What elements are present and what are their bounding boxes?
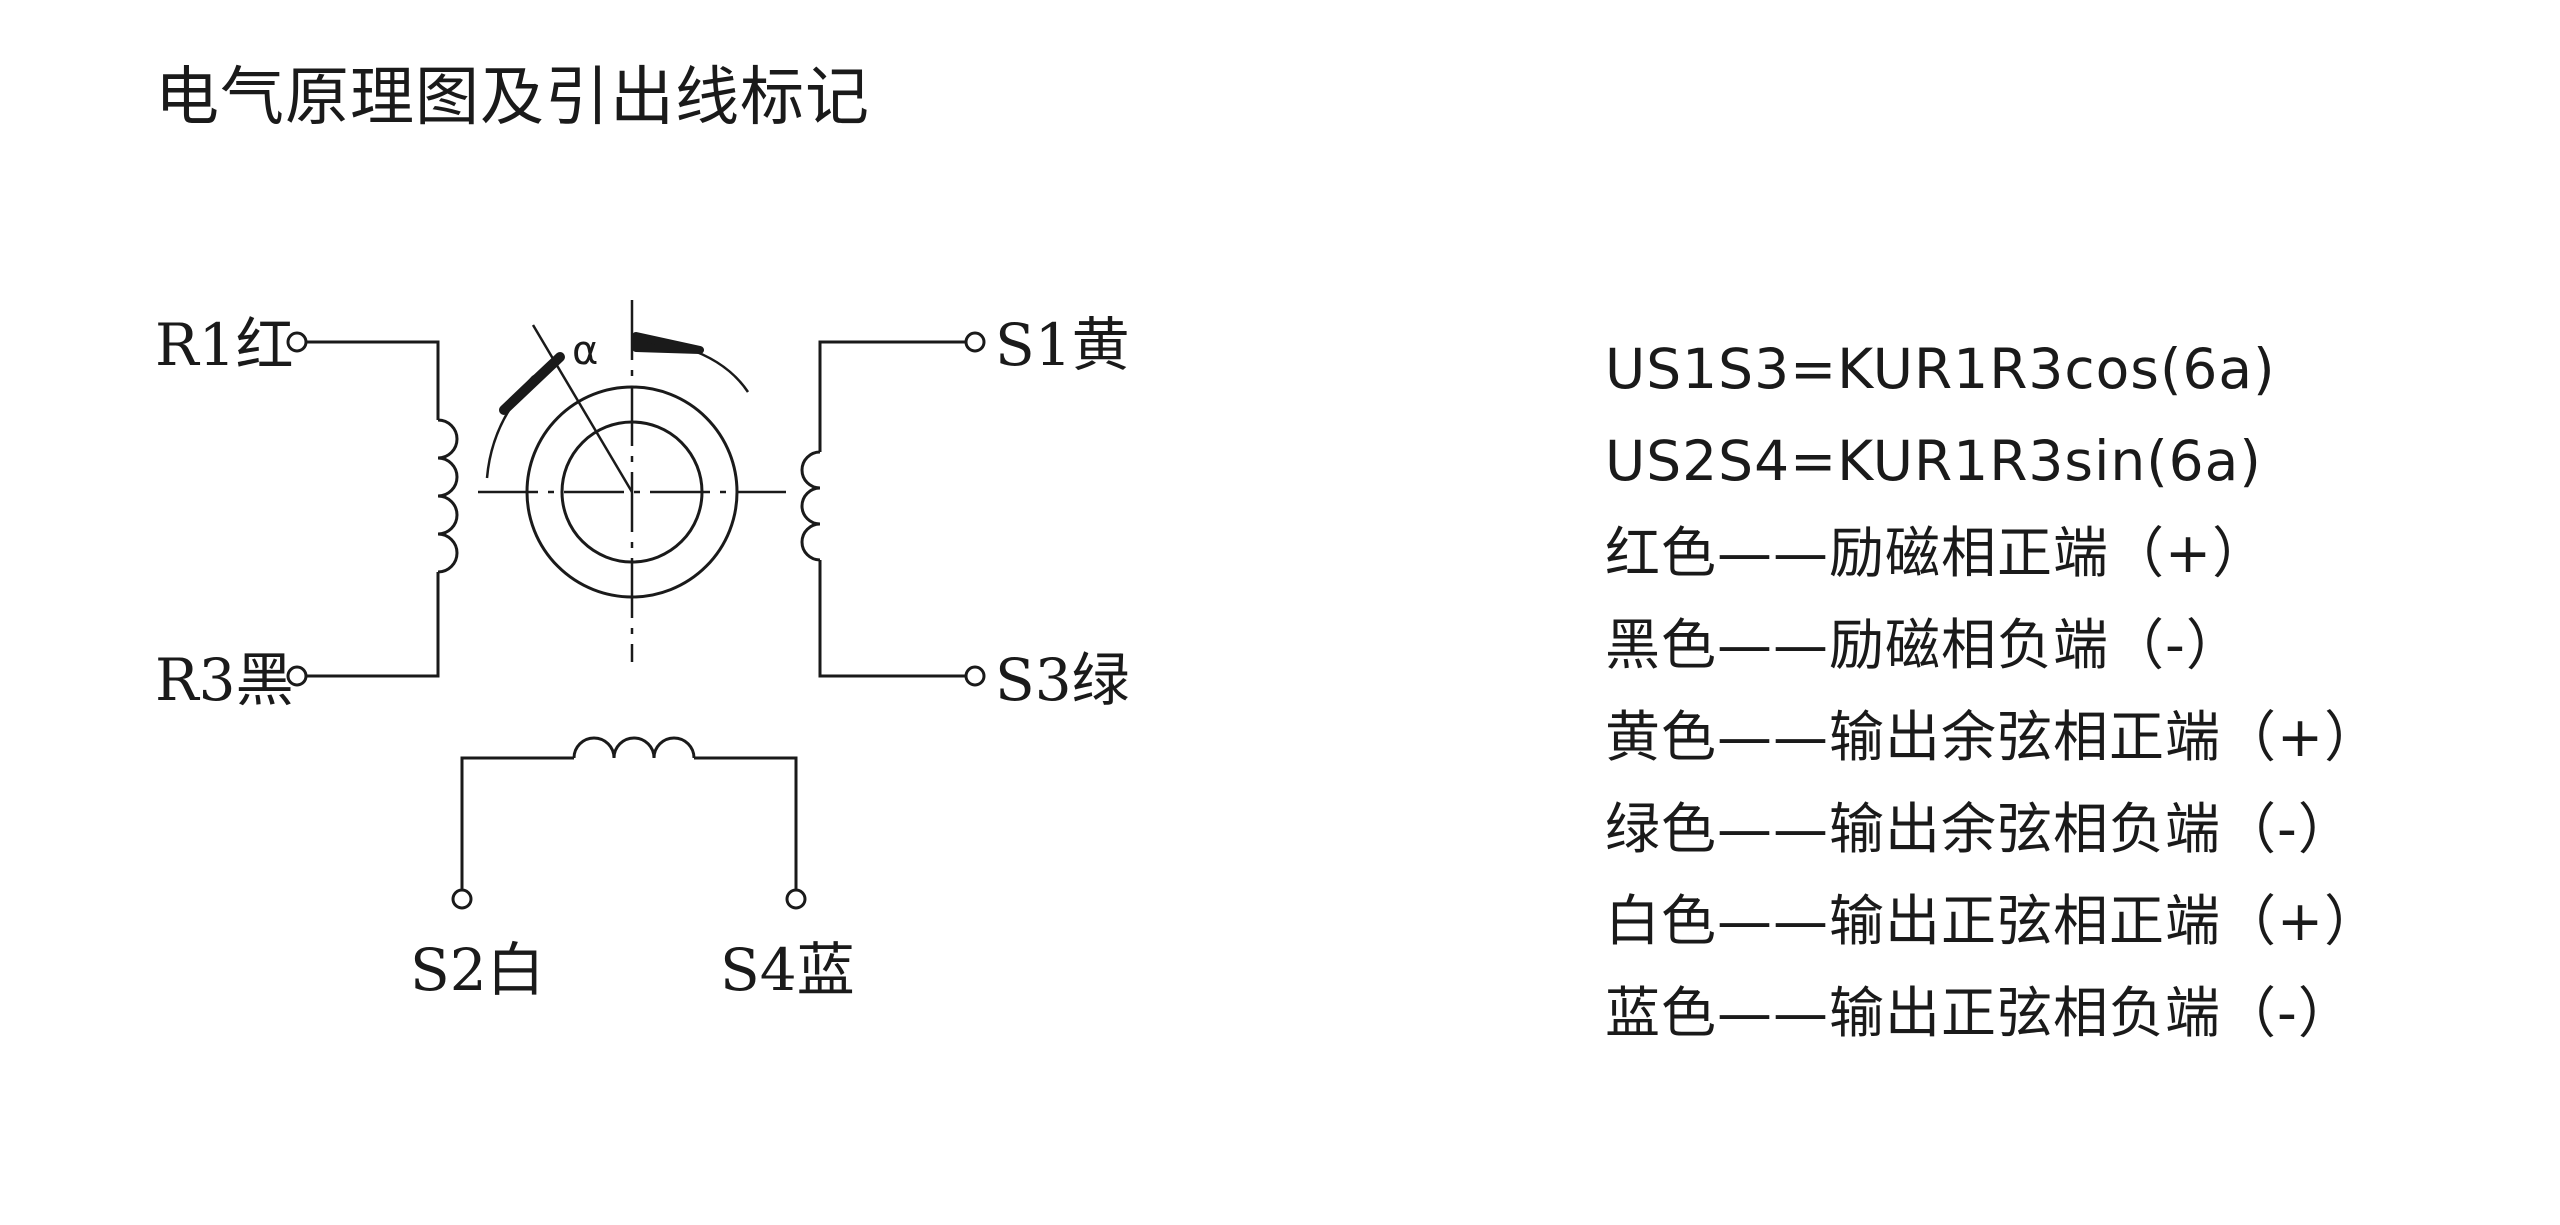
sine-winding xyxy=(451,736,807,910)
excitation-coil xyxy=(437,418,459,574)
legend-item-black: 黑色——励磁相负端（-） xyxy=(1605,613,2242,677)
sine-coil xyxy=(572,736,696,759)
label-s4: S4蓝 xyxy=(720,936,855,1004)
rotor-angle-line xyxy=(531,324,634,493)
angle-arc-right xyxy=(685,346,750,393)
legend-item-red: 红色——励磁相正端（+） xyxy=(1605,521,2269,585)
terminal-s1 xyxy=(964,331,986,353)
wire-r1 xyxy=(306,340,440,420)
formula-sin: US2S4=KUR1R3sin(6a) xyxy=(1605,429,2262,493)
angle-label: α xyxy=(572,328,598,374)
rotor xyxy=(478,300,786,662)
page-title: 电气原理图及引出线标记 xyxy=(155,61,870,135)
resolver-schematic: α R1红 R3黑 S1黄 S3绿 S2白 S4蓝 xyxy=(155,300,1130,1004)
wire-s4 xyxy=(694,756,798,890)
cosine-winding xyxy=(800,331,986,687)
formula-and-wire-legend: US1S3=KUR1R3cos(6a) US2S4=KUR1R3sin(6a) … xyxy=(1605,323,2380,1059)
terminal-s4 xyxy=(785,888,807,910)
wire-s3 xyxy=(818,560,966,678)
label-s3: S3绿 xyxy=(995,646,1130,714)
wire-s1 xyxy=(818,340,966,452)
legend-item-blue: 蓝色——输出正弦相负端（-） xyxy=(1605,981,2354,1045)
terminal-s2 xyxy=(451,888,473,910)
rotation-arrow-left-head xyxy=(499,352,565,415)
rotation-arrow-right-head xyxy=(632,332,704,354)
label-s1: S1黄 xyxy=(995,311,1130,379)
legend-item-white: 白色——输出正弦相正端（+） xyxy=(1605,889,2381,953)
excitation-winding xyxy=(286,331,459,687)
label-s2: S2白 xyxy=(410,936,545,1004)
label-r1: R1红 xyxy=(155,311,294,379)
terminal-r1 xyxy=(286,331,308,353)
terminal-r3 xyxy=(286,665,308,687)
terminal-s3 xyxy=(964,665,986,687)
legend-item-yellow: 黄色——输出余弦相正端（+） xyxy=(1605,705,2381,769)
label-r3: R3黑 xyxy=(155,646,294,714)
wire-s2 xyxy=(460,756,574,890)
formula-cos: US1S3=KUR1R3cos(6a) xyxy=(1605,337,2276,401)
legend-item-green: 绿色——输出余弦相负端（-） xyxy=(1605,797,2354,861)
cosine-coil xyxy=(800,450,821,562)
wire-r3 xyxy=(306,572,440,678)
